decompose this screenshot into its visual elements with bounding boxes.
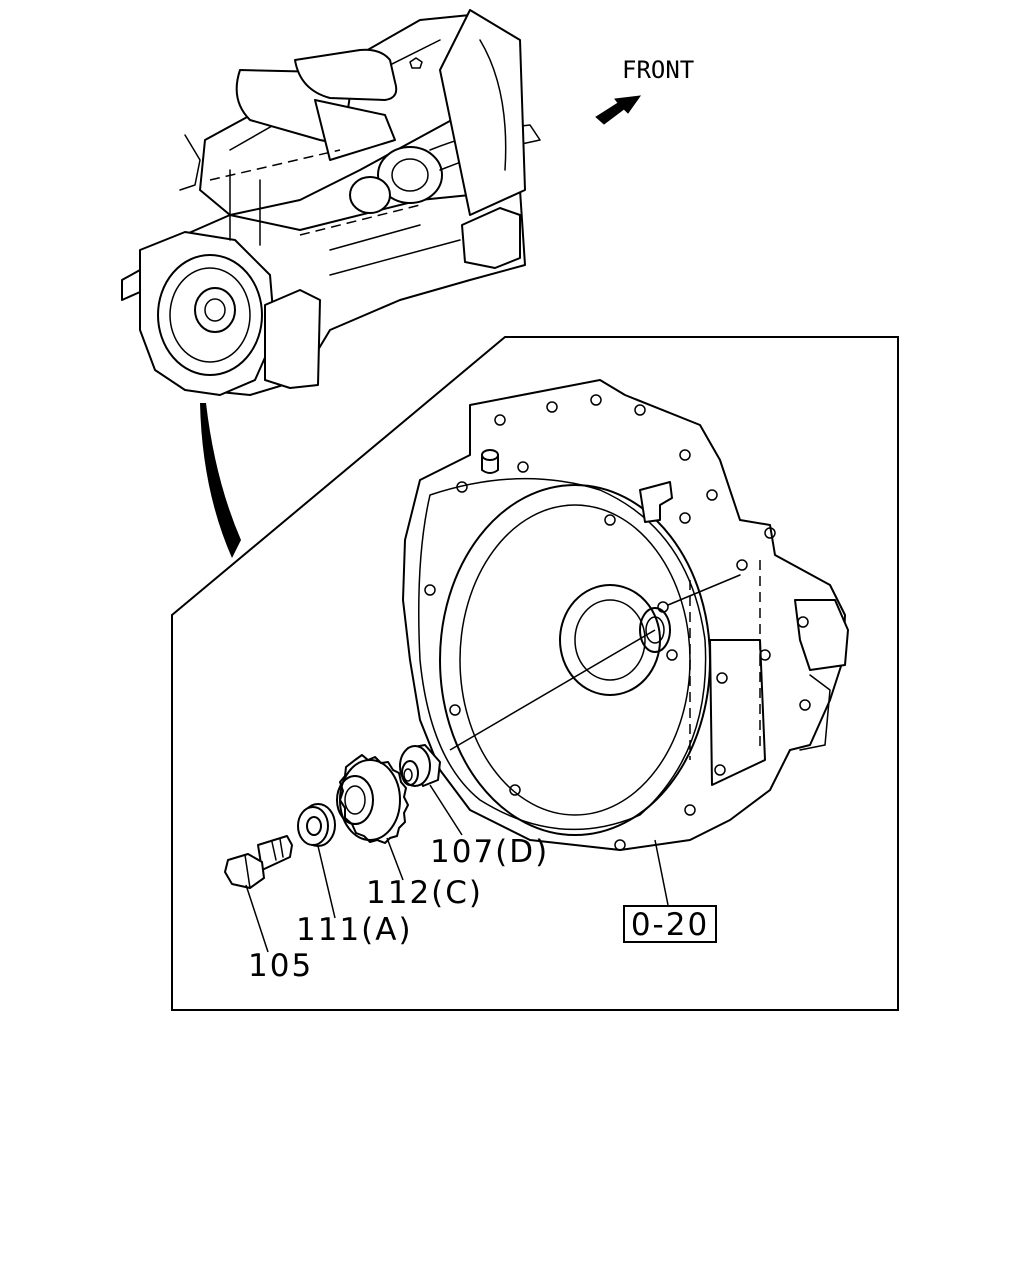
detail-pointer <box>200 403 241 558</box>
assembly-axis-line <box>449 629 656 751</box>
engine-assembly-illustration <box>121 9 541 396</box>
leader-lines <box>245 784 669 953</box>
front-label: FRONT <box>622 56 694 84</box>
reference-box <box>623 905 717 943</box>
part-label-washer: 111(A) <box>296 912 413 948</box>
washer-part <box>297 803 336 847</box>
gear-part <box>336 754 409 844</box>
part-label-gear: 112(C) <box>366 875 483 911</box>
bushing-part <box>399 744 441 787</box>
flywheel-housing <box>402 379 849 851</box>
arrow-icon <box>595 95 642 125</box>
reference-label: 0-20 <box>631 907 709 943</box>
part-label-bushing: 107(D) <box>430 834 549 870</box>
front-indicator: FRONT <box>595 56 694 125</box>
bolt-part <box>224 835 293 889</box>
part-label-bolt: 105 <box>248 948 313 984</box>
